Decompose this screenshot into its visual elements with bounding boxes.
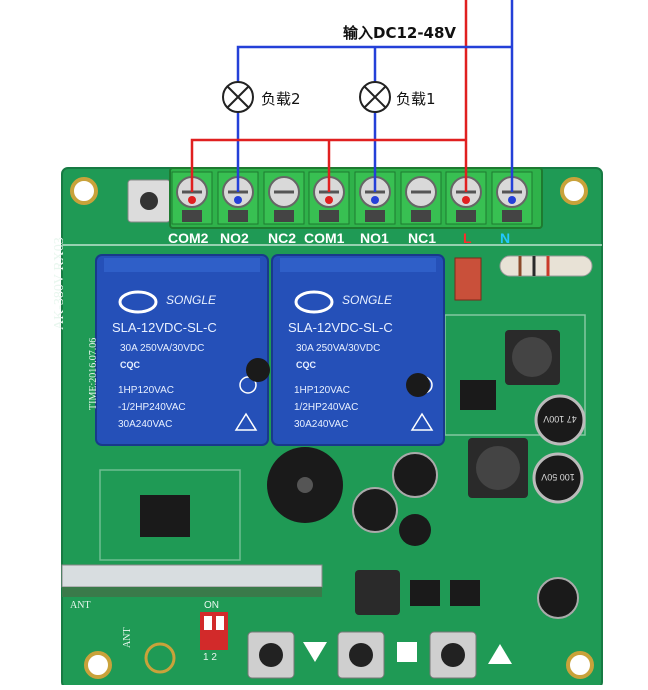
relay-hp2: -1/2HP240VAC: [118, 402, 186, 413]
terminal-screw-3: [263, 171, 305, 225]
dip-on-label: ON: [204, 600, 219, 611]
electrolytic-capacitor: 100 50V: [532, 452, 584, 504]
relay-hp1: 1HP120VAC: [294, 385, 350, 396]
rf-module: [61, 564, 323, 588]
fuse: [454, 257, 482, 301]
load1-label: 负载1: [396, 90, 436, 108]
neutral-bus-wire: [236, 45, 512, 82]
board-model-silkscreen: AK-380V RX03: [52, 237, 67, 330]
relay-model: SLA-12VDC-SL-C: [112, 320, 217, 335]
relay-cqc: CQC: [296, 360, 316, 370]
stop-square-icon: [397, 642, 417, 662]
dip-numbers-label: 1 2: [203, 652, 217, 663]
terminal-label-l: L: [463, 230, 472, 246]
inductor: [355, 570, 400, 615]
ant-silkscreen-2: ANT: [122, 627, 133, 648]
capacitor: [352, 487, 398, 533]
capacitor-label: 47 100V: [543, 414, 577, 424]
up-arrow-icon: [488, 644, 512, 664]
board-date-silkscreen: TIME:2016.07.06: [88, 337, 99, 410]
transistor: [399, 514, 431, 546]
terminal-label-nc2: NC2: [268, 230, 297, 246]
relay-rating: 30A 250VA/30VDC: [120, 343, 205, 354]
relay-brand: SONGLE: [166, 293, 217, 307]
capacitor: [392, 452, 438, 498]
terminal-screw-6: [400, 171, 442, 225]
relay-rating: 30A 250VA/30VDC: [296, 343, 381, 354]
terminal-label-com1: COM1: [304, 230, 345, 246]
terminal-label-com2: COM2: [168, 230, 209, 246]
ant-silkscreen: ANT: [70, 600, 91, 611]
ic-chip: [450, 580, 480, 606]
electrolytic-capacitor: 47 100V: [534, 394, 586, 446]
terminal-label-n: N: [500, 230, 511, 246]
mounting-hole: [84, 651, 112, 679]
relay-rating2: 30A240VAC: [294, 419, 349, 430]
ic-chip: [410, 580, 440, 606]
ic-chip: [460, 380, 496, 410]
mounting-hole: [566, 651, 594, 679]
reset-button-knob: [140, 192, 158, 210]
load2-label: 负载2: [261, 90, 301, 108]
resistor: [499, 255, 593, 277]
live-bus-wire: [190, 138, 466, 192]
relay-brand: SONGLE: [342, 293, 393, 307]
load-lamp-icon: [359, 81, 391, 113]
relay-model: SLA-12VDC-SL-C: [288, 320, 393, 335]
down-arrow-icon: [303, 642, 327, 662]
load-lamp-icon: [222, 81, 254, 113]
relay-hp1: 1HP120VAC: [118, 385, 174, 396]
capacitor: [537, 577, 579, 619]
relay-1: [95, 254, 269, 446]
ic-chip: [140, 495, 190, 537]
mounting-hole: [560, 177, 588, 205]
relay-rating2: 30A240VAC: [118, 419, 173, 430]
relay-hp2: 1/2HP240VAC: [294, 402, 359, 413]
terminal-label-nc1: NC1: [408, 230, 437, 246]
capacitor-label: 100 50V: [541, 472, 575, 482]
input-voltage-label: 输入DC12-48V: [343, 24, 457, 42]
terminal-label-no2: NO2: [220, 230, 249, 246]
terminal-label-no1: NO1: [360, 230, 389, 246]
relay-cqc: CQC: [120, 360, 140, 370]
mounting-hole: [70, 177, 98, 205]
relay-2: [271, 254, 445, 446]
